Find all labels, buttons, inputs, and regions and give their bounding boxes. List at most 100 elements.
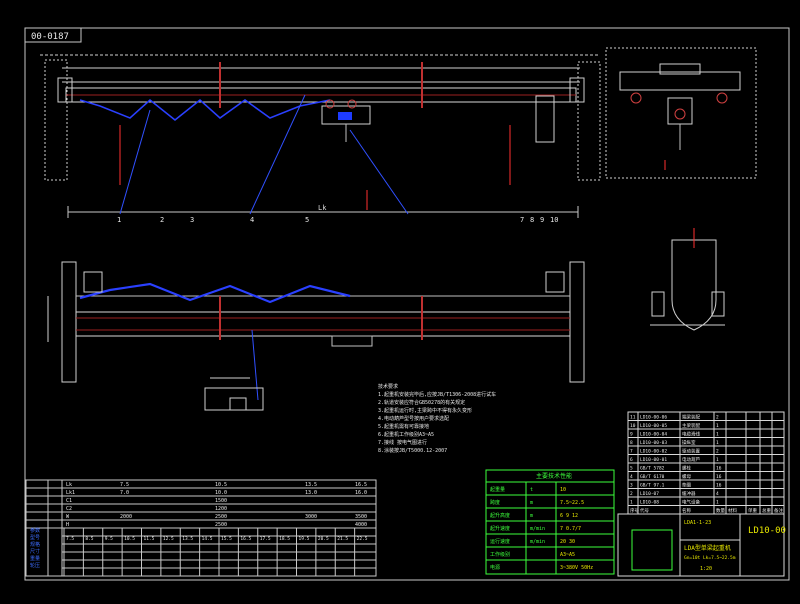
parts-cell: LD10-00-06	[640, 415, 667, 421]
spec-cell: 7.5	[120, 482, 129, 488]
plan-cable	[79, 282, 351, 304]
note-line: 2.轨道安装应符合GB50278的有关规定	[378, 399, 465, 406]
perf-value: 7 0.7/7	[560, 526, 581, 532]
spec-cell: 3500	[355, 514, 367, 520]
span-label: Lk	[318, 204, 327, 212]
perf-value: 6 9 12	[560, 513, 578, 519]
spec-left-label: 参数	[30, 527, 40, 534]
parts-cell: LD10-00-01	[640, 457, 667, 463]
perf-value: A3~A5	[560, 552, 575, 558]
parts-cell: 3	[630, 483, 633, 489]
parts-cell: 垫圈	[682, 482, 691, 489]
spec-left-label: 规格	[30, 541, 40, 548]
span-value: 18.5	[279, 536, 290, 542]
spec-symbol: Lk	[66, 482, 72, 488]
plan-girder	[75, 311, 571, 337]
callout-5: 5	[305, 216, 309, 224]
parts-header: 数量	[716, 507, 725, 514]
scale-text: 1:20	[700, 566, 712, 572]
spec-left-label: 尺寸	[30, 548, 40, 555]
parts-cell: 4	[630, 474, 633, 480]
parts-cell: 螺栓	[682, 465, 691, 472]
span-value: 13.5	[182, 536, 193, 542]
stamp-box: LDA1-1-23	[684, 520, 711, 526]
corner-code-box: 00-0187	[24, 27, 82, 43]
corner-code: 00-0187	[31, 32, 69, 42]
span-value: 10.5	[124, 536, 135, 542]
drawing-spec: Gn=10t Lk=7.5~22.5m	[684, 555, 736, 561]
spec-cell: 3000	[305, 514, 317, 520]
parts-cell: 5	[630, 466, 633, 472]
parts-cell: 1	[630, 500, 633, 506]
parts-cell: LD10-00-03	[640, 440, 667, 446]
parts-cell: 操纵室	[682, 439, 696, 446]
spec-left-label: 重量	[30, 555, 40, 562]
spec-cell: 2500	[215, 522, 227, 528]
spec-symbol: C2	[66, 506, 72, 512]
parts-cell: 2	[716, 415, 719, 421]
parts-cell: 主梁装配	[682, 422, 700, 429]
callout-10: 10	[550, 216, 558, 224]
drawing-number: LD10-00	[748, 526, 786, 536]
side-hoist	[667, 97, 693, 125]
parts-cell: 4	[716, 491, 719, 497]
technical-notes: 技术要求1.起重机安装完毕后,应按JB/T1306-2008进行试车2.轨道安装…	[378, 383, 496, 454]
left-wall	[44, 59, 68, 181]
span-value: 8.5	[85, 536, 93, 542]
span-value: 17.5	[260, 536, 271, 542]
perf-param: 电源	[490, 564, 500, 571]
parts-cell: 螺母	[682, 473, 691, 480]
parts-cell: LD10-00-02	[640, 449, 667, 455]
section-view	[650, 228, 725, 331]
girder-section	[671, 239, 717, 331]
spec-cell: 1500	[215, 498, 227, 504]
parts-cell: GB/T 5782	[640, 466, 665, 472]
parts-cell: 7	[630, 449, 633, 455]
perf-unit: m/min	[530, 526, 545, 532]
parts-cell: LD10-07	[640, 491, 659, 497]
parts-header: 总重	[762, 507, 771, 514]
right-wall	[577, 61, 601, 181]
parts-cell: LD10-08	[640, 500, 659, 506]
parts-cell: 1	[716, 440, 719, 446]
parts-cell: 9	[630, 432, 633, 438]
callout-4: 4	[250, 216, 254, 224]
plan-view	[47, 261, 585, 401]
perf-value: 3~380V 50Hz	[560, 565, 593, 571]
parts-cell: 6	[630, 457, 633, 463]
parts-cell: 电缆滑线	[682, 431, 700, 438]
spec-cell: 16.0	[355, 490, 367, 496]
performance-title: 主要技术性能	[536, 472, 572, 480]
parts-cell: 1	[716, 432, 719, 438]
operator-cab	[535, 95, 555, 143]
spec-symbol: Lk1	[66, 490, 75, 496]
elevation-view: Lk	[40, 54, 601, 218]
parts-cell: 1	[716, 457, 719, 463]
span-value: 19.5	[299, 536, 310, 542]
span-value: 11.5	[144, 536, 155, 542]
perf-param: 运行速度	[490, 538, 510, 545]
perf-unit: m	[530, 513, 533, 519]
parts-header: 代号	[640, 507, 649, 514]
parts-header: 材料	[728, 507, 737, 514]
spec-left-label: 型号	[30, 534, 40, 541]
note-line: 1.起重机安装完毕后,应按JB/T1306-2008进行试车	[378, 391, 496, 398]
parts-header: 序号	[630, 507, 639, 514]
spec-cell: 16.5	[355, 482, 367, 488]
spec-cell: 13.5	[305, 482, 317, 488]
perf-unit: m	[530, 500, 533, 506]
spec-cell: 4000	[355, 522, 367, 528]
parts-header: 名称	[682, 507, 691, 514]
perf-unit: m/min	[530, 539, 545, 545]
callout-3: 3	[190, 216, 194, 224]
span-value: 20.5	[318, 536, 329, 542]
parts-cell: 8	[630, 440, 633, 446]
spec-cell: 7.0	[120, 490, 129, 496]
parts-cell: 16	[716, 474, 722, 480]
callout-9: 9	[540, 216, 544, 224]
